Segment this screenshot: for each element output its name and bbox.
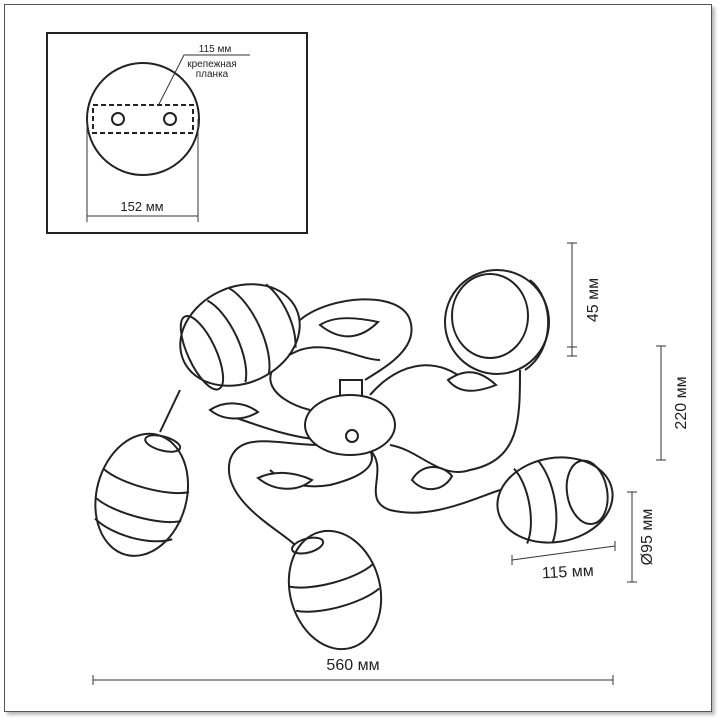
base-diameter-label: 152 мм — [120, 199, 163, 214]
shade-diameter-label: Ø95 мм — [639, 509, 656, 566]
leaves — [208, 317, 498, 491]
total-height-label: 220 мм — [673, 376, 690, 429]
plate-length-label: 115 мм — [199, 44, 232, 55]
dimension-lines — [92, 242, 666, 685]
shade-right — [496, 456, 614, 544]
mounting-inset: 115 мм крепежная планка 152 мм — [46, 32, 308, 234]
shade-height-label: 45 мм — [585, 278, 602, 322]
plate-label-line2: планка — [196, 69, 229, 80]
shade-top-left — [179, 283, 301, 391]
shade-bottom — [287, 529, 383, 651]
canopy — [304, 379, 396, 456]
mounting-plate — [92, 104, 194, 134]
shade-top-right — [444, 269, 550, 375]
shade-left — [94, 432, 190, 557]
shade-length-label: 115 мм — [541, 563, 594, 583]
plate-label-line1: крепежная — [187, 59, 237, 70]
total-width-label: 560 мм — [326, 657, 379, 674]
